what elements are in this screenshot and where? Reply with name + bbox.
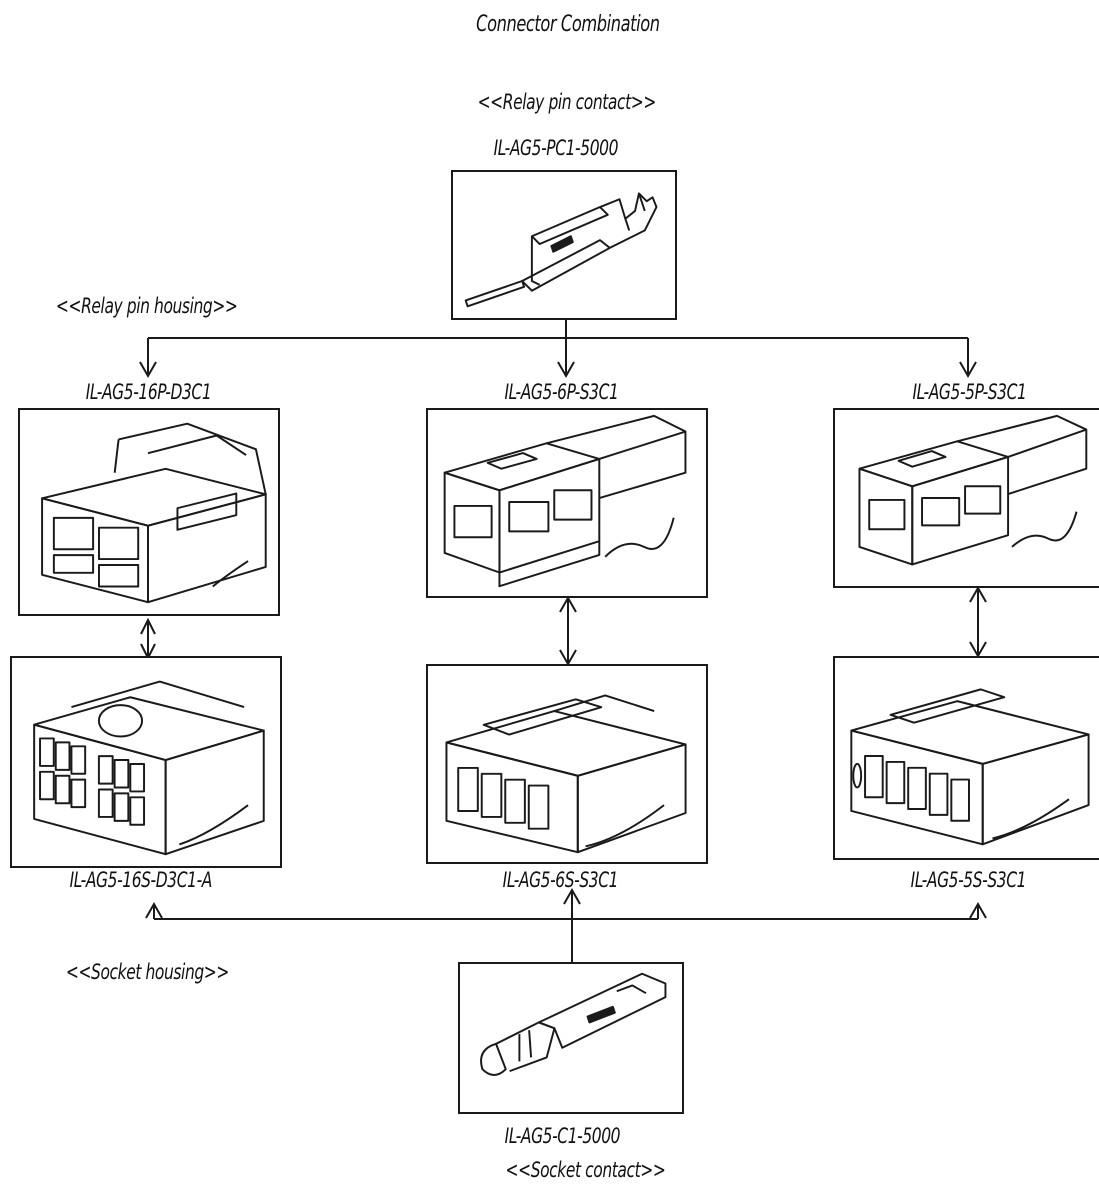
socket-housing-5-drawing — [850, 688, 1090, 846]
part-label-socket-housing-16: IL-AG5-16S-D3C1-A — [69, 868, 213, 892]
pin-housing-16-drawing — [41, 422, 267, 604]
group-label-relay-pin-contact: <<Relay pin contact>> — [477, 90, 657, 114]
group-label-relay-pin-housing: <<Relay pin housing>> — [55, 294, 238, 318]
part-label-pin-contact: IL-AG5-PC1-5000 — [493, 136, 619, 160]
group-label-socket-housing: <<Socket housing>> — [65, 960, 229, 984]
pin-housing-5-drawing — [858, 414, 1088, 566]
arrowhead-5p — [959, 361, 977, 379]
part-label-socket-housing-6: IL-AG5-6S-S3C1 — [502, 868, 619, 892]
part-label-pin-housing-16: IL-AG5-16P-D3C1 — [85, 380, 212, 404]
pin-contact-box — [451, 170, 677, 320]
group-label-socket-contact: <<Socket contact>> — [505, 1158, 666, 1182]
diagram-title: Connector Combination — [476, 12, 660, 37]
pin-housing-16-box — [18, 408, 280, 616]
arrowhead-16p — [139, 361, 157, 379]
pin-housing-5-box — [833, 408, 1099, 588]
pin-housing-6-drawing — [443, 414, 687, 588]
part-label-socket-contact: IL-AG5-C1-5000 — [504, 1124, 621, 1148]
pin-contact-drawing — [464, 192, 658, 308]
pin-housing-6-box — [426, 408, 708, 598]
socket-housing-6-drawing — [445, 694, 687, 854]
arrowhead-6p — [557, 361, 575, 379]
socket-contact-drawing — [480, 972, 667, 1076]
socket-housing-5-box — [833, 656, 1099, 860]
socket-contact-box — [458, 962, 684, 1114]
part-label-socket-housing-5: IL-AG5-5S-S3C1 — [910, 868, 1027, 892]
part-label-pin-housing-5: IL-AG5-5P-S3C1 — [912, 380, 1027, 404]
socket-housing-16-box — [10, 656, 282, 868]
part-label-pin-housing-6: IL-AG5-6P-S3C1 — [504, 380, 619, 404]
socket-housing-6-box — [426, 664, 708, 864]
socket-housing-16-drawing — [33, 680, 265, 856]
